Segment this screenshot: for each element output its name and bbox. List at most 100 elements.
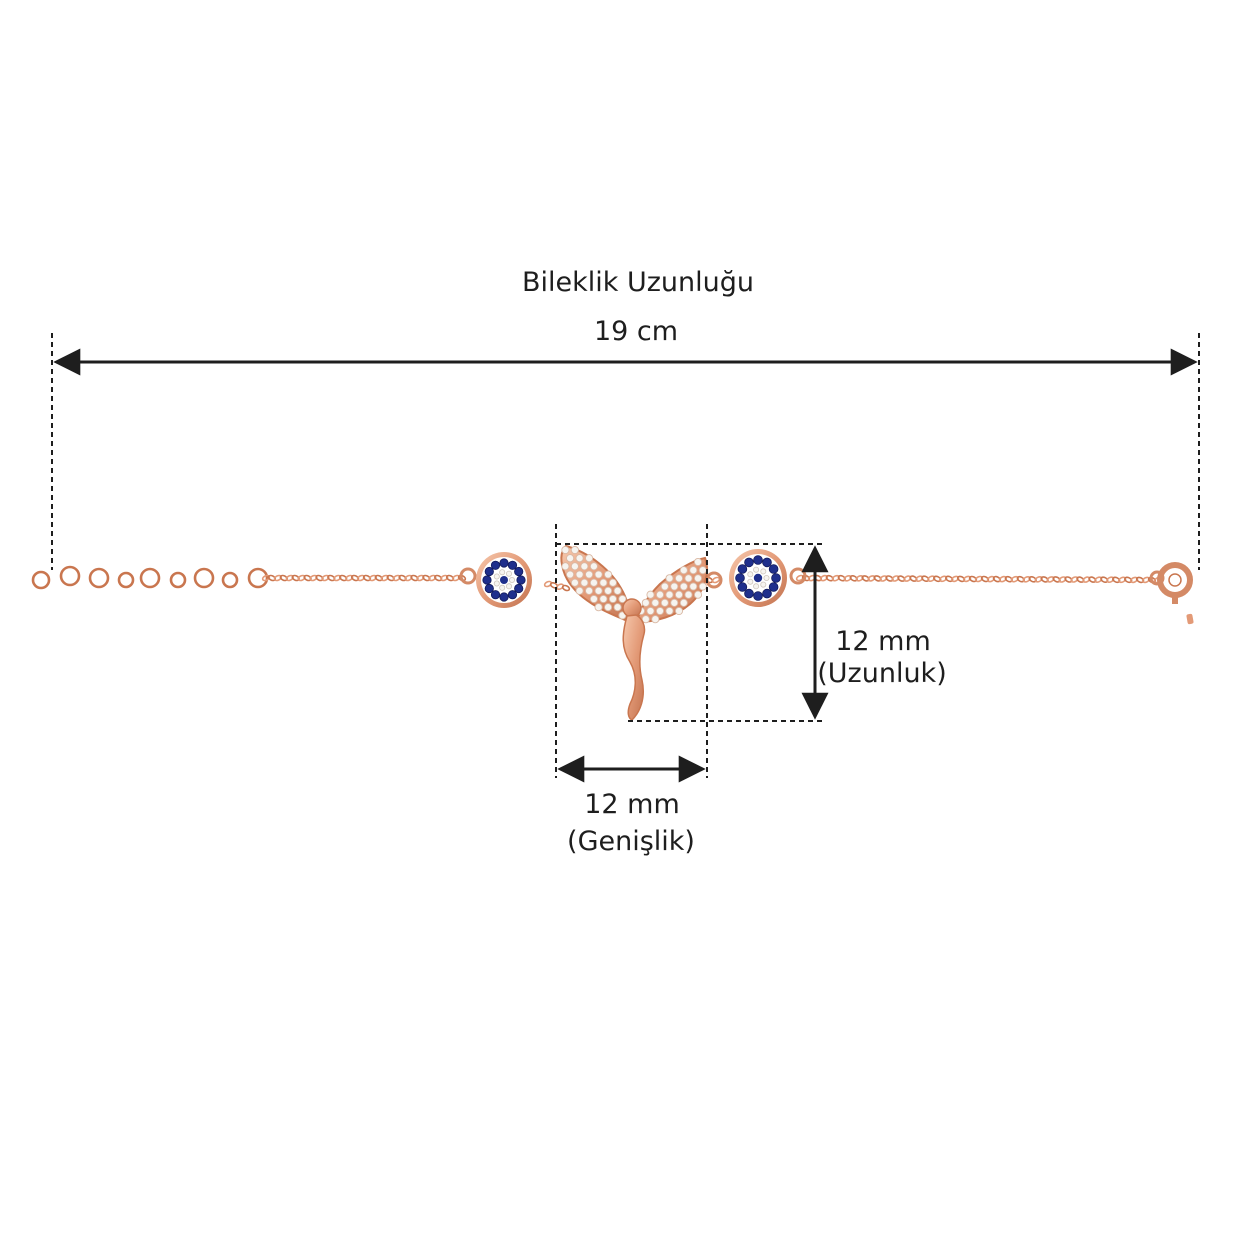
sapphire-stone <box>482 575 492 585</box>
width-dimension: 12 mm (Genişlik) <box>555 524 708 857</box>
wing-stone <box>608 594 617 604</box>
sapphire-stone <box>484 566 494 577</box>
white-stone <box>753 566 760 573</box>
wing-stone <box>679 582 688 591</box>
sapphire-stone <box>490 560 501 570</box>
wing-stones-right <box>636 557 707 624</box>
wing-stone <box>655 590 665 599</box>
wing-stone <box>594 603 603 612</box>
sapphire-stone <box>516 575 526 585</box>
white-stone <box>499 584 506 591</box>
wing-stone <box>570 545 579 555</box>
sapphire-stone <box>514 566 524 577</box>
sapphire-stone <box>507 560 518 570</box>
wing-stone <box>561 562 570 571</box>
sapphire-stone <box>762 557 772 568</box>
wing-stone <box>580 578 589 587</box>
extender-chain <box>31 565 269 590</box>
wing-stone <box>566 554 575 563</box>
wing-stone <box>599 578 608 587</box>
wing-stone <box>570 578 579 587</box>
wing-stone <box>585 570 594 579</box>
extender-ring <box>193 567 215 589</box>
angel-wings-pendant-icon <box>560 544 709 721</box>
wing-stone <box>575 554 584 563</box>
extender-ring <box>139 567 161 589</box>
sapphire-stone <box>499 558 509 568</box>
white-stone <box>747 571 754 578</box>
wing-stone <box>646 606 655 616</box>
white-stone <box>506 583 512 590</box>
sapphire-stone <box>735 573 745 583</box>
wing-stone <box>641 615 650 624</box>
wing-stone <box>613 603 622 612</box>
wing-stone <box>613 586 622 595</box>
extender-ring <box>221 571 239 589</box>
wing-stone <box>655 606 665 616</box>
wing-stone <box>646 590 655 599</box>
sapphire-stone <box>490 590 501 600</box>
white-stone <box>760 568 767 575</box>
sapphire-stone <box>514 583 524 594</box>
sapphire-stone <box>507 590 518 600</box>
wing-stone <box>570 562 579 571</box>
sapphire-stone <box>499 592 509 602</box>
wing-stone <box>589 562 598 571</box>
spring-ring-clasp-icon <box>1149 562 1194 625</box>
length-title: Bileklik Uzunluğu <box>522 267 754 298</box>
width-value: 12 mm <box>584 789 680 820</box>
wing-stone <box>641 598 650 607</box>
extender-ring <box>88 567 110 589</box>
wing-stone <box>693 590 703 599</box>
wing-stone <box>689 582 698 591</box>
white-stone <box>493 580 500 587</box>
wing-stone <box>566 570 575 579</box>
sapphire-stone <box>753 555 763 565</box>
wing-stone <box>604 586 613 595</box>
wing-stone <box>660 582 669 591</box>
extender-ring <box>117 571 135 589</box>
wing-stone <box>651 598 660 607</box>
evil-eye-charm-icon <box>459 552 532 608</box>
wing-stone <box>589 594 598 604</box>
wing-stone <box>684 574 693 583</box>
white-stone <box>760 581 767 588</box>
wing-stone <box>665 590 674 599</box>
wing-stone <box>679 566 688 575</box>
wing-stone <box>561 545 570 555</box>
wing-stones-left <box>561 545 632 620</box>
chain-link <box>711 576 721 584</box>
length-value: 19 cm <box>594 316 678 347</box>
sapphire-stone <box>753 591 763 601</box>
sapphire-stone <box>484 583 494 594</box>
sapphire-stone <box>737 582 748 592</box>
sapphire-stone <box>744 588 754 599</box>
white-stone <box>506 570 512 577</box>
white-stone <box>509 577 515 583</box>
extender-ring <box>31 570 51 590</box>
wing-stone <box>599 594 608 604</box>
wing-stone <box>698 566 707 575</box>
extender-ring <box>169 571 187 589</box>
wing-stone <box>580 562 589 571</box>
sapphire-stone <box>744 557 754 568</box>
wing-stone <box>665 574 674 583</box>
white-stone <box>493 573 500 580</box>
wing-stone <box>575 570 584 579</box>
wing-stone <box>670 598 679 607</box>
evil-eye-charm-icon <box>705 549 807 607</box>
wing-stone <box>674 606 684 616</box>
wing-stone <box>589 578 598 587</box>
wing-stone <box>660 598 669 607</box>
wing-stone <box>604 570 613 579</box>
wing-stone <box>585 554 594 563</box>
wing-stone <box>594 570 603 579</box>
chain-link <box>561 584 571 592</box>
wing-stone <box>651 615 660 624</box>
height-caption: (Uzunluk) <box>817 658 946 689</box>
extender-ring <box>247 567 269 589</box>
wing-stone <box>693 557 703 567</box>
white-stone <box>763 575 770 581</box>
main-chain <box>261 574 1163 592</box>
